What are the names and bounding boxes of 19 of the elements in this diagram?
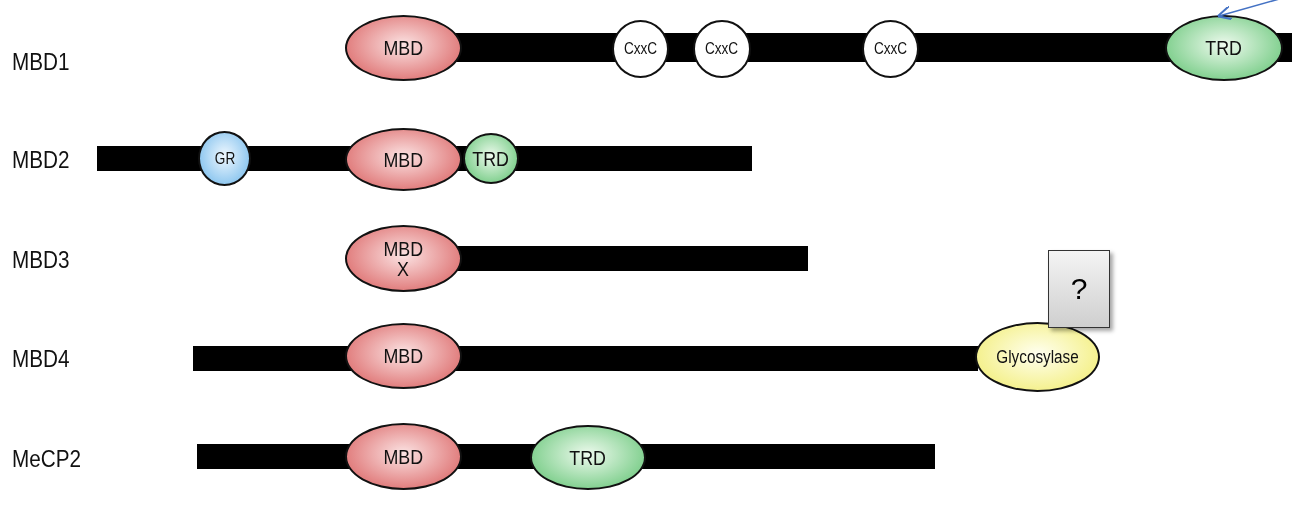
gr-domain-ellipse: GR [198,131,251,186]
mbd-domain-ellipse: MBD [345,323,462,389]
mbd-domain-ellipse: MBD [345,128,462,191]
cxxc-domain-ellipse: CxxC [693,20,751,78]
mbd-domain-ellipse: MBD [345,423,462,490]
protein-name: MBD2 [12,147,70,173]
cxxc-domain-ellipse: CxxC [862,20,919,78]
glycosylase-domain-ellipse: Glycosylase [975,322,1100,392]
cxxc-domain-ellipse: CxxC [612,20,669,78]
protein-name: MeCP2 [12,446,82,472]
trd-domain-ellipse: TRD [463,133,519,184]
protein-name: MBD1 [12,49,70,75]
question-box: ? [1048,250,1110,328]
trd-domain-ellipse: TRD [1165,15,1283,81]
mbd-domain-ellipse: MBD X [345,225,462,292]
protein-name: MBD4 [12,346,70,372]
protein-name: MBD3 [12,247,70,273]
trd-domain-ellipse: TRD [530,425,646,490]
mbd-domain-ellipse: MBD [345,15,462,81]
